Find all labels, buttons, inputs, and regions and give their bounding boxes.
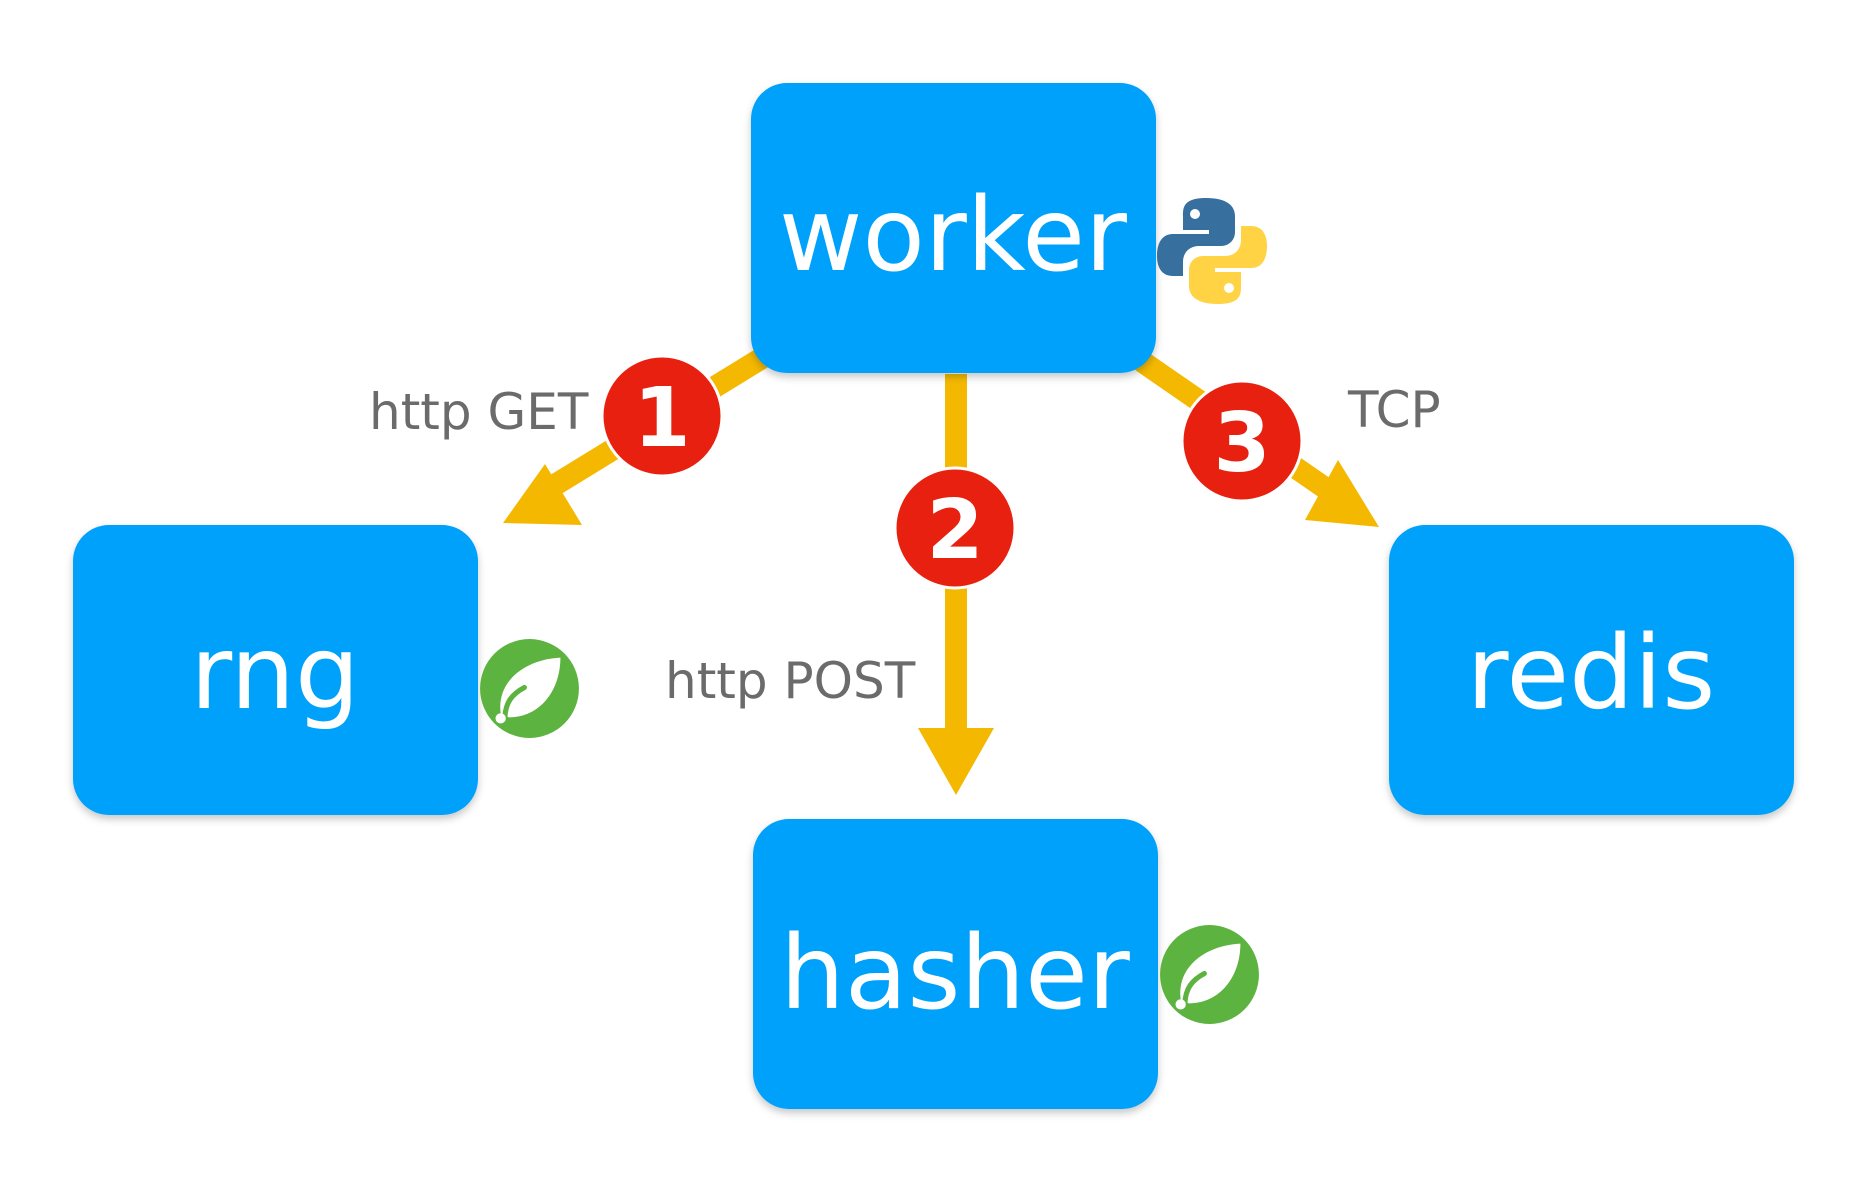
node-redis: redis (1389, 525, 1794, 815)
edge-label-tcp: TCP (1347, 381, 1441, 439)
edge-label-http-get: http GET (369, 383, 589, 441)
edge-label-http-post: http POST (665, 652, 916, 710)
node-worker: worker (751, 83, 1156, 373)
step-number-2: 2 (926, 483, 983, 578)
node-hasher-label: hasher (780, 914, 1130, 1033)
python-icon (1157, 198, 1267, 304)
node-rng-label: rng (190, 614, 360, 733)
step-badge-2: 2 (893, 466, 1017, 590)
node-redis-label: redis (1467, 614, 1716, 733)
step-badge-3: 3 (1180, 379, 1304, 503)
node-rng: rng (73, 525, 478, 815)
spring-leaf-icon (480, 639, 579, 738)
step-badge-1: 1 (600, 354, 724, 478)
step-number-1: 1 (633, 371, 690, 466)
spring-leaf-icon (1160, 925, 1259, 1024)
node-worker-label: worker (779, 176, 1127, 295)
step-number-3: 3 (1213, 396, 1270, 491)
node-hasher: hasher (753, 819, 1158, 1109)
